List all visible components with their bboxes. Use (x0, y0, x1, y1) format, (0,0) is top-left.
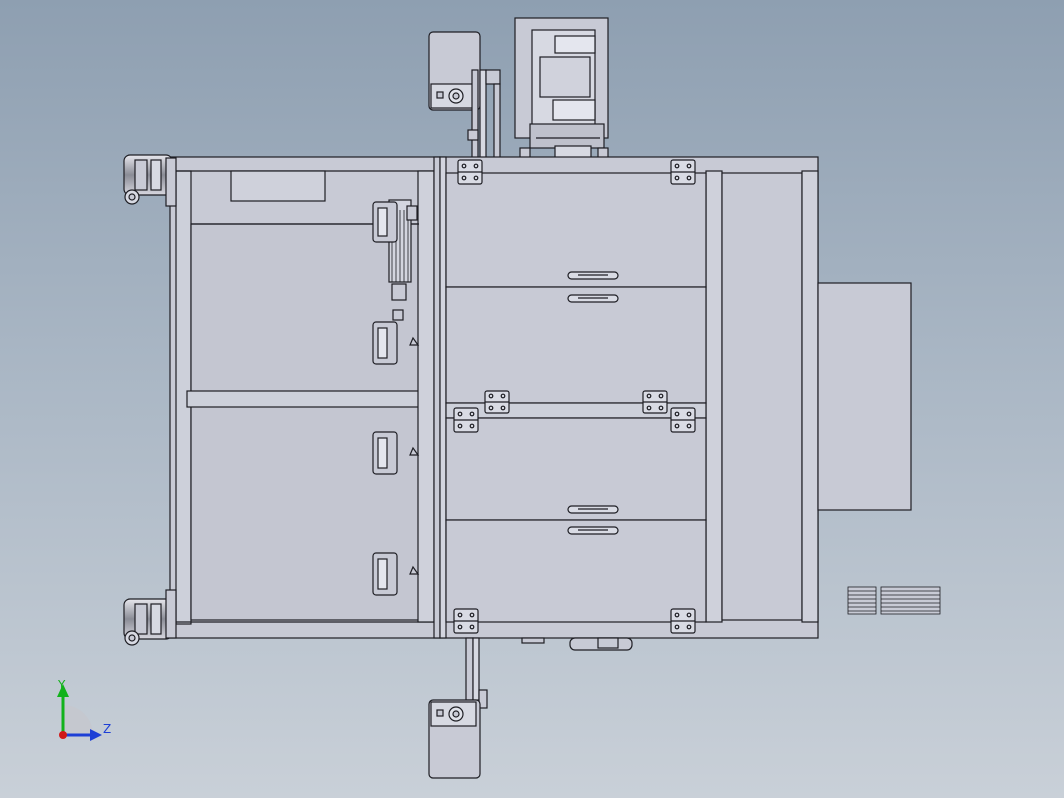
handle-left-1[interactable] (372, 201, 398, 243)
caster-top-left[interactable] (123, 154, 177, 207)
axis-y-label: Y (57, 678, 66, 692)
handle-left-4[interactable] (372, 552, 398, 596)
cable-chain (388, 199, 418, 321)
hinges (453, 159, 696, 634)
axis-z-label: Z (103, 722, 111, 736)
heat-sink-small (847, 586, 877, 615)
bottom-fittings (521, 637, 633, 651)
heat-sink-large (880, 586, 941, 615)
bottom-motor-assembly[interactable] (428, 637, 488, 779)
drawer-3[interactable] (445, 417, 707, 521)
drawer-4[interactable] (445, 519, 707, 623)
caster-bottom-left[interactable] (123, 589, 177, 646)
origin-icon (59, 731, 67, 739)
drawer-2[interactable] (445, 286, 707, 404)
right-column-panel[interactable] (705, 170, 819, 623)
handle-left-2[interactable] (372, 321, 398, 365)
side-box[interactable] (817, 282, 912, 511)
latch-markers (409, 336, 420, 575)
top-motor-assembly[interactable] (428, 31, 501, 159)
coordinate-triad: Y Z (57, 678, 111, 741)
handle-left-3[interactable] (372, 431, 398, 475)
top-controller-box[interactable] (514, 17, 609, 159)
drawer-1[interactable] (445, 172, 707, 288)
